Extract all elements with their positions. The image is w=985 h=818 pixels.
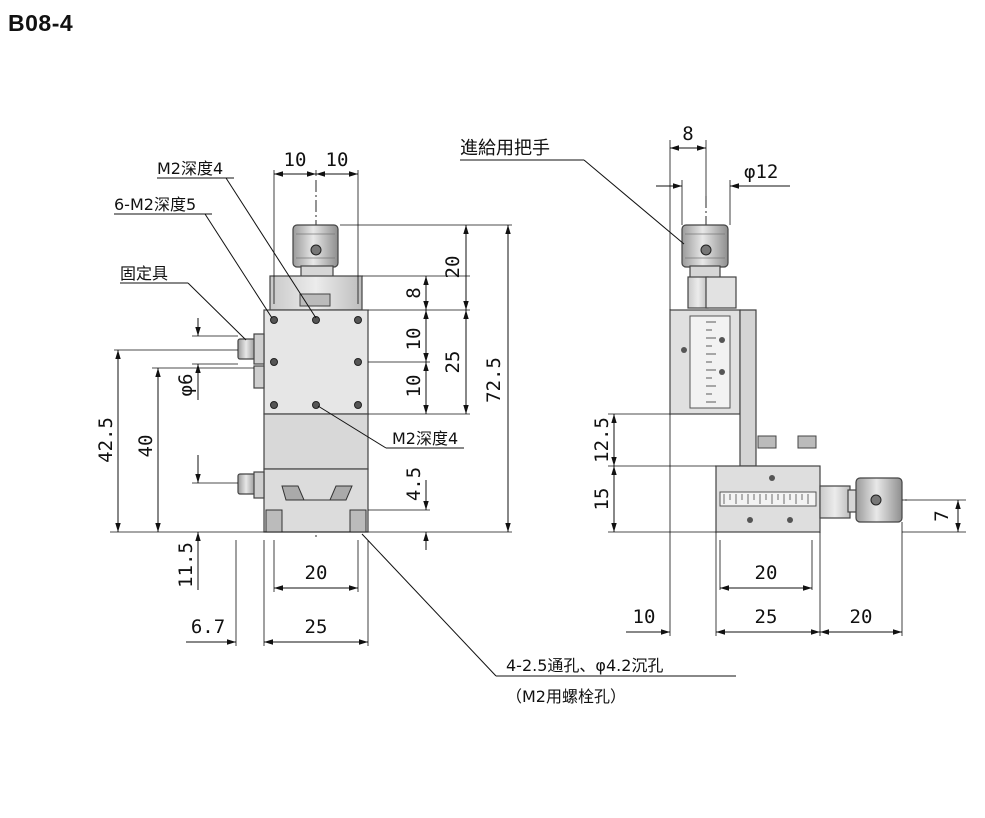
dim-40: 40 [135, 435, 157, 458]
fixing-screw[interactable] [237, 338, 257, 360]
dim-side-bottom-25: 25 [755, 606, 778, 628]
label-fixing-part: 固定具 [120, 264, 168, 283]
front-view: 10 10 20 8 10 25 10 72.5 4.5 42.5 40 φ6 … [95, 149, 736, 706]
label-6-m2-depth5: 6-M2深度5 [114, 195, 196, 214]
label-m2-depth4-top: M2深度4 [157, 159, 223, 178]
label-feed-handle: 進給用把手 [460, 138, 550, 159]
dim-10a: 10 [403, 328, 425, 351]
side-view: 8 φ12 12.5 15 7 20 10 25 20 進給用把手 [460, 123, 966, 636]
dim-side-15: 15 [591, 488, 613, 511]
lower-fixing-screw[interactable] [237, 473, 257, 495]
dim-side-bottom-20b: 20 [850, 606, 873, 628]
dim-top-10b: 10 [326, 149, 349, 171]
label-holes-line2: （M2用螺栓孔） [506, 687, 626, 706]
dim-42-5: 42.5 [95, 417, 117, 463]
dim-side-phi12: φ12 [744, 161, 778, 183]
side-bracket [739, 309, 757, 467]
dovetail [281, 485, 353, 501]
dim-side-8: 8 [682, 123, 693, 145]
dim-6-7: 6.7 [191, 616, 225, 638]
dim-11-5: 11.5 [175, 542, 197, 588]
dim-bottom-25: 25 [305, 616, 328, 638]
top-table [263, 309, 369, 415]
dim-side-7: 7 [931, 510, 953, 521]
page-title: B08-4 [8, 10, 74, 36]
label-m2-depth4-bottom: M2深度4 [392, 429, 458, 448]
dim-20: 20 [442, 256, 464, 279]
dim-top-10a: 10 [284, 149, 307, 171]
column-body [263, 413, 369, 470]
dim-side-bottom-20: 20 [755, 562, 778, 584]
dim-side-bottom-10: 10 [633, 606, 656, 628]
knob-screw [310, 244, 322, 256]
dim-side-12-5: 12.5 [591, 417, 613, 463]
dim-8: 8 [403, 287, 425, 298]
dim-bottom-20: 20 [305, 562, 328, 584]
dim-4-5: 4.5 [403, 467, 425, 501]
dim-10b: 10 [403, 375, 425, 398]
dim-phi6: φ6 [175, 374, 197, 397]
dim-72-5: 72.5 [483, 357, 505, 403]
dim-25: 25 [442, 351, 464, 374]
label-holes-line1: 4-2.5通孔、φ4.2沉孔 [506, 656, 663, 675]
